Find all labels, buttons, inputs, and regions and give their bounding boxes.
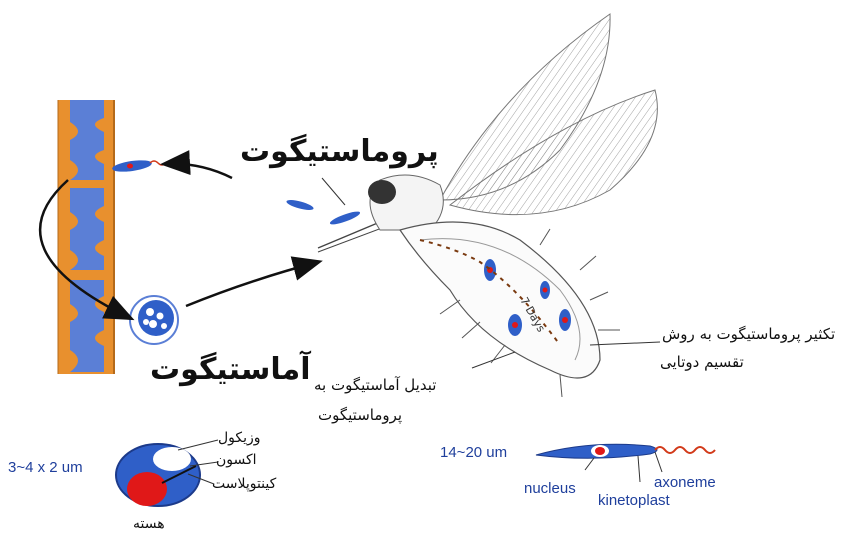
multiplication-label-line2: تقسیم دوتایی bbox=[660, 353, 744, 371]
amastigote-title: آماستیگوت bbox=[150, 352, 311, 387]
infected-macrophage bbox=[130, 296, 178, 344]
amastigote-size-label: 3~4 x 2 um bbox=[8, 459, 83, 476]
axoneme-label-en: axoneme bbox=[654, 474, 716, 491]
axoneme-label-fa: اکسون bbox=[216, 452, 257, 468]
multiplication-label-line1: تکثیر پروماستیگوت به روش bbox=[662, 325, 835, 343]
nucleus-label-fa: هسته bbox=[133, 516, 165, 532]
vacuole-label: وزیکول bbox=[218, 430, 261, 446]
kinetoplast-label-en: kinetoplast bbox=[598, 492, 670, 509]
promastigote-size-label: 14~20 um bbox=[440, 444, 507, 461]
nucleus-label-en: nucleus bbox=[524, 480, 576, 497]
host-skin-tissue bbox=[58, 100, 114, 374]
kinetoplast-label-fa: کینتوپلاست bbox=[212, 476, 276, 492]
transformation-label-line1: تبدیل آماستیگوت به bbox=[314, 376, 436, 394]
sandfly-illustration: 7 Days bbox=[286, 14, 658, 397]
promastigote-title: پروماستیگوت bbox=[240, 134, 439, 169]
promastigote-in-skin bbox=[111, 158, 174, 173]
amastigote-detail-drawing bbox=[116, 440, 218, 506]
transformation-label-line2: پروماستیگوت bbox=[318, 406, 402, 424]
